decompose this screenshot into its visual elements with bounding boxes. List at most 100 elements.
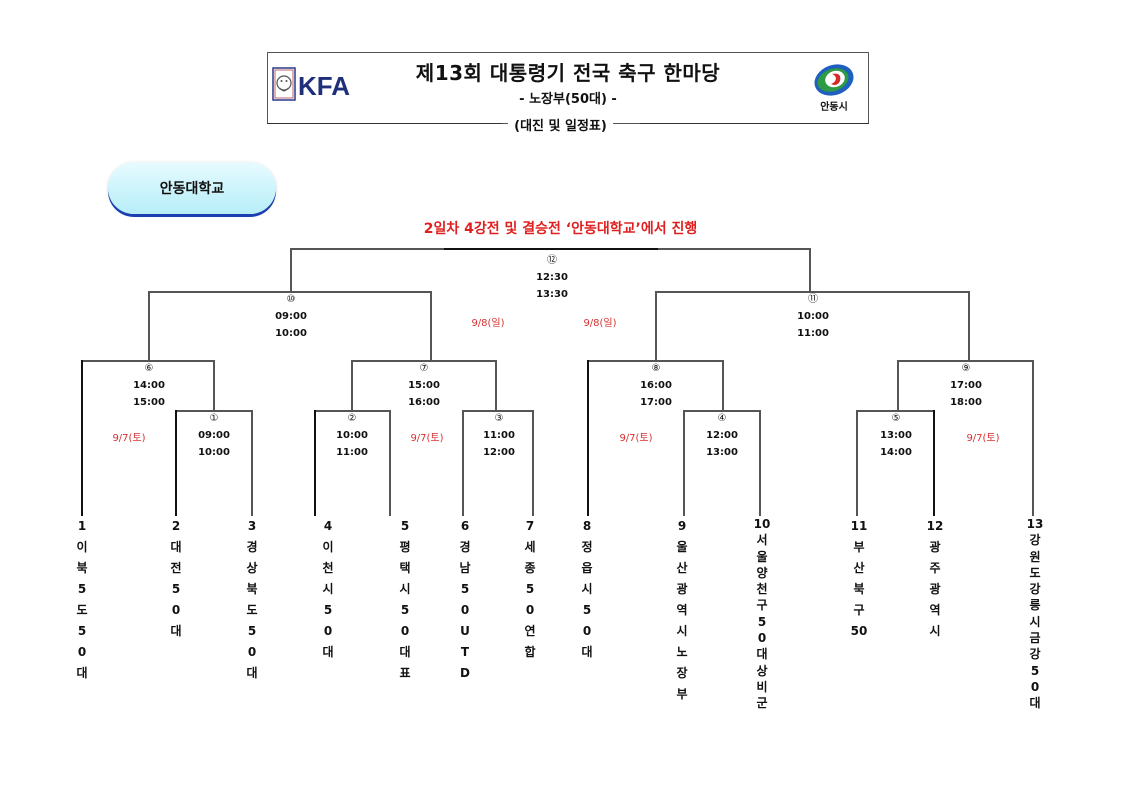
team-name-char: 양 (756, 565, 768, 580)
qf-8-left-drop (587, 360, 589, 516)
team-name-char: 종 (524, 561, 536, 575)
team-name-char: 0 (525, 603, 535, 617)
match-start-time: 09:00 (275, 311, 307, 322)
team-name-char: 0 (77, 645, 87, 659)
team-name-char: 5 (171, 582, 181, 596)
team-name-char: 대 (76, 666, 88, 680)
match-number: ③ (494, 413, 504, 424)
match-end-time: 10:00 (275, 328, 307, 339)
team-name-char: 5 (460, 582, 470, 596)
match-7-label: ⑦ 15:00 16:00 (394, 360, 454, 411)
match-start-time: 11:00 (483, 430, 515, 441)
team-name-char: 상 (246, 561, 258, 575)
team-name-char: 노 (676, 645, 688, 659)
team-name-char: 시 (581, 582, 593, 596)
match-3-left-drop (462, 410, 464, 516)
team-name-char: 원 (1029, 549, 1041, 564)
match-start-time: 16:00 (640, 380, 672, 391)
qf-8-right-drop (722, 360, 724, 412)
team-name-char: 북 (76, 561, 88, 575)
team-name-char: 울 (756, 549, 768, 564)
match-start-time: 13:00 (880, 430, 912, 441)
footer-rule-left (267, 123, 502, 124)
team-name-char: 0 (582, 624, 592, 638)
match-3-label: ③ 11:00 12:00 (469, 410, 529, 461)
qf-6-left-drop (81, 360, 83, 516)
team-name-char: 강 (1029, 582, 1041, 597)
team-number: 8 (582, 519, 592, 533)
team-name-char: U (460, 624, 470, 638)
team-name-char: 북 (246, 582, 258, 596)
match-start-time: 17:00 (950, 380, 982, 391)
match-number: ① (209, 413, 219, 424)
match-2-label: ② 10:00 11:00 (322, 410, 382, 461)
team-name-char: 0 (757, 631, 767, 646)
match-2-right-drop (389, 410, 391, 516)
match-1-line (175, 410, 253, 412)
team-name-char: 0 (460, 603, 470, 617)
match-6-label: ⑥ 14:00 15:00 (119, 360, 179, 411)
match-start-time: 14:00 (133, 380, 165, 391)
team-name-char: 대 (1029, 696, 1041, 711)
team-name-char: 정 (581, 540, 593, 554)
team-name-char: 산 (853, 561, 865, 575)
match-start-time: 09:00 (198, 430, 230, 441)
team-name-char: 남 (459, 561, 471, 575)
match-4-label: ④ 12:00 13:00 (692, 410, 752, 461)
match-end-time: 17:00 (640, 397, 672, 408)
venue-badge: 안동대학교 (108, 162, 276, 214)
final-line-highlight (444, 248, 658, 250)
match-3-right-drop (532, 410, 534, 516)
title-box: 제13회 대통령기 전국 축구 한마당 - 노장부(50대) - (267, 52, 869, 124)
kfa-logo-text: KFA (298, 71, 350, 101)
qf-9-right-drop (1032, 360, 1034, 516)
match-end-time: 11:00 (797, 328, 829, 339)
match-5-label: ⑤ 13:00 14:00 (866, 410, 926, 461)
team-name-char: 시 (676, 624, 688, 638)
kfa-emblem-icon: KFA (272, 67, 350, 101)
match-5-line (856, 410, 935, 412)
final-left-drop (290, 248, 292, 293)
match-start-time: 15:00 (408, 380, 440, 391)
match-1-label: ① 09:00 10:00 (184, 410, 244, 461)
team-name-char: 대 (581, 645, 593, 659)
qf-8-line (587, 360, 724, 362)
team-name-char: 강 (1029, 647, 1041, 662)
team-name-char: 광 (676, 582, 688, 596)
match-start-time: 12:00 (706, 430, 738, 441)
match-12-label: ⑫ 12:30 13:30 (522, 252, 582, 303)
match-number: ⑧ (651, 363, 661, 374)
team-name-char: 50 (850, 624, 868, 638)
team-name-char: 구 (756, 598, 768, 613)
match-end-time: 13:00 (706, 447, 738, 458)
page-title: 제13회 대통령기 전국 축구 한마당 (415, 61, 721, 85)
team-name-char: 도 (76, 603, 88, 617)
match-4-right-drop (759, 410, 761, 516)
team-number: 9 (677, 519, 687, 533)
match-end-time: 13:30 (536, 289, 568, 300)
team-name-char: 세 (524, 540, 536, 554)
team-name-char: 0 (1030, 679, 1040, 694)
match-2-line (314, 410, 391, 412)
match-number: ⑩ (286, 294, 296, 305)
team-number: 5 (400, 519, 410, 533)
match-8-label: ⑧ 16:00 17:00 (626, 360, 686, 411)
match-end-time: 10:00 (198, 447, 230, 458)
team-name-char: T (460, 645, 470, 659)
team-name-char: 이 (322, 540, 334, 554)
match-number: ⑨ (961, 363, 971, 374)
team-name-char: 5 (77, 582, 87, 596)
bracket-schedule-label: (대진 및 일정표) (508, 119, 613, 134)
team-name-char: 부 (676, 687, 688, 701)
match-10-label: ⑩ 09:00 10:00 (261, 291, 321, 342)
final-right-drop (809, 248, 811, 293)
match-number: ② (347, 413, 357, 424)
team-number: 2 (171, 519, 181, 533)
team-number: 13 (1026, 517, 1044, 531)
qf-6-right-drop (213, 360, 215, 412)
